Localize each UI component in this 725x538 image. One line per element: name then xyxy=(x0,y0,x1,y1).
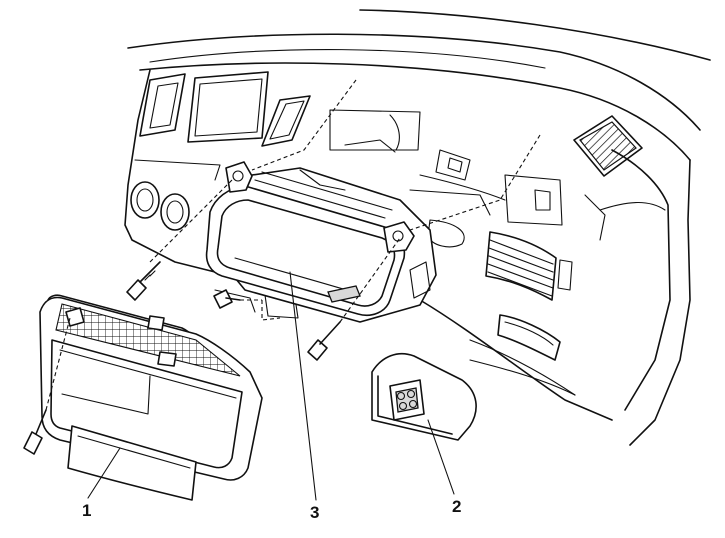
assembly-guide-lines xyxy=(45,79,541,411)
callout-3: 3 xyxy=(310,503,319,522)
callout-2: 2 xyxy=(452,497,461,516)
dashboard xyxy=(124,9,711,446)
callout-1: 1 xyxy=(82,501,91,520)
combination-meter-part-3 xyxy=(205,161,437,323)
screw-center-lower xyxy=(213,289,241,309)
screw-bezel-left xyxy=(23,409,47,455)
screw-left-upper xyxy=(126,261,161,301)
cluster-bezel-part-1 xyxy=(39,294,263,501)
vent-louvers xyxy=(487,239,554,297)
switch-panel-part-2 xyxy=(371,352,477,441)
leader-lines xyxy=(87,271,455,501)
screw-meter-right xyxy=(307,321,341,361)
